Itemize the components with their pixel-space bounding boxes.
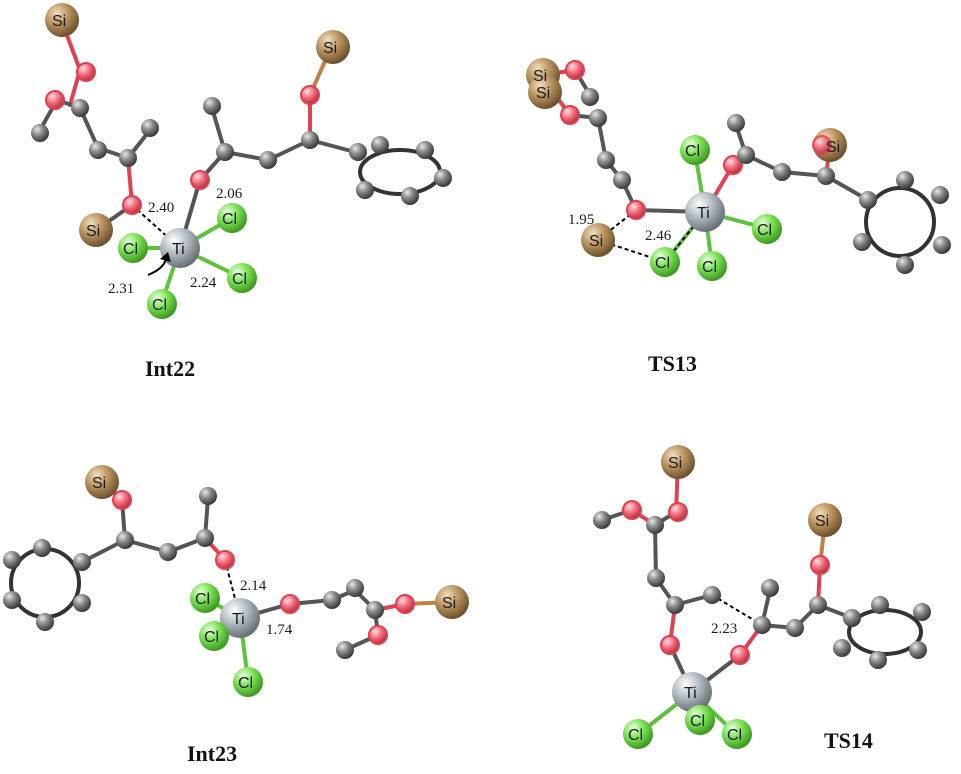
cl-label: Cl [702, 259, 717, 276]
distance-label: 2.40 [148, 200, 174, 216]
cl-label: Cl [727, 727, 742, 744]
cl-label: Cl [204, 629, 219, 646]
si-label: Si [86, 223, 100, 240]
atoms [85, 465, 469, 697]
si-label: Si [442, 595, 456, 612]
si-label: Si [589, 233, 603, 250]
ti-label: Ti [697, 205, 710, 222]
ti-label: Ti [232, 611, 245, 628]
distance-label: 1.95 [568, 212, 594, 228]
panel-title: Int23 [187, 741, 237, 766]
cl-label: Cl [222, 211, 237, 228]
si-label: Si [668, 455, 682, 472]
cl-label: Cl [757, 222, 772, 239]
atoms [31, 3, 350, 319]
panel-title: TS13 [648, 351, 697, 376]
si-label: Si [815, 513, 829, 530]
ring-carbons [853, 171, 951, 274]
panel-title: Int22 [145, 356, 195, 381]
arrow-icon [147, 257, 167, 276]
ti-label: Ti [684, 685, 697, 702]
distance-label: 2.06 [216, 186, 243, 202]
cl-label: Cl [238, 675, 253, 692]
distance-label: 1.74 [266, 622, 293, 638]
cl-label: Cl [628, 727, 643, 744]
phenyl-ring [864, 186, 936, 258]
cl-label: Cl [123, 241, 138, 258]
dashed-bond [711, 594, 763, 626]
ring-carbons [3, 539, 91, 631]
si-label: Si [533, 68, 547, 85]
distance-label: 2.31 [108, 281, 134, 297]
distance-label: 2.23 [711, 621, 737, 637]
ring-carbons [833, 596, 931, 669]
cl-label: Cl [655, 255, 670, 272]
panel-int23: Si Si Ti Cl Cl Cl 2.14 1.74 Int23 [3, 465, 469, 766]
panel-ts13: Si Si Si Si Ti Cl Cl Cl Cl 1.95 2.46 TS1… [526, 58, 951, 376]
distance-label: 2.24 [190, 275, 217, 291]
arrowhead-icon [160, 252, 171, 262]
panel-ts14: Si Si Ti Cl Cl Cl 2.23 TS14 [593, 445, 931, 753]
si-label: Si [92, 475, 106, 492]
ti-label: Ti [172, 241, 185, 258]
distance-label: 2.46 [645, 228, 672, 244]
panel-int22: Si Si Si Ti Cl Cl Cl Cl 2.40 2.06 2.31 2… [31, 3, 452, 381]
si-label: Si [323, 40, 337, 57]
phenyl-ring [9, 547, 81, 619]
si-label: Si [536, 85, 550, 102]
bonds [80, 480, 454, 682]
distance-label: 2.14 [240, 578, 267, 594]
si-label: Si [52, 13, 66, 30]
cl-label: Cl [152, 297, 167, 314]
cl-label: Cl [685, 143, 700, 160]
atoms [526, 58, 847, 281]
cl-label: Cl [195, 591, 210, 608]
si-label: Si [826, 139, 840, 156]
ring-carbons [349, 136, 452, 205]
cl-label: Cl [232, 271, 247, 288]
cl-label: Cl [690, 713, 705, 730]
panel-title: TS14 [824, 728, 873, 753]
atoms [593, 445, 842, 749]
dashed-bond [131, 204, 181, 249]
